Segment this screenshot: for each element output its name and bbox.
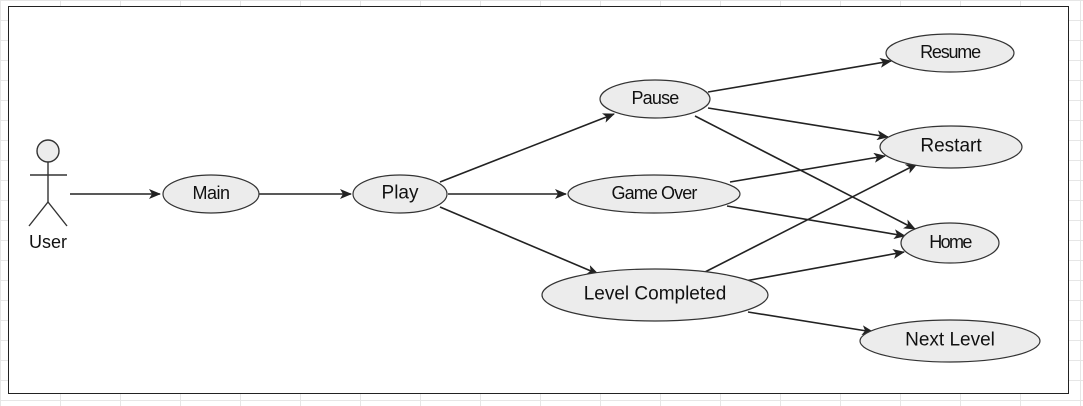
usecase-play[interactable]: Play	[352, 174, 448, 214]
usecase-level-completed-label: Level Completed	[584, 284, 727, 305]
usecase-level-completed[interactable]: Level Completed	[541, 268, 769, 322]
usecase-play-label: Play	[382, 183, 419, 204]
edges	[70, 57, 918, 336]
usecase-restart[interactable]: Restart	[879, 125, 1023, 169]
edge-gameover-restart	[729, 152, 886, 183]
usecase-home-label: Home	[929, 232, 972, 252]
usecase-resume[interactable]: Resume	[885, 33, 1015, 73]
actor-right-leg	[47, 201, 68, 227]
usecase-game-over-label: Game Over	[612, 183, 698, 203]
usecase-resume-shape	[885, 33, 1015, 73]
usecase-home-shape	[900, 222, 1000, 264]
edge-pause-home	[694, 115, 916, 230]
usecase-game-over[interactable]: Game Over	[567, 174, 741, 214]
usecase-next-level-label: Next Level	[905, 330, 995, 351]
actor-user[interactable]	[28, 139, 68, 227]
usecase-play-shape	[352, 174, 448, 214]
actor-left-leg	[28, 201, 49, 227]
usecase-main-label: Main	[192, 183, 229, 203]
usecase-resume-label: Resume	[920, 42, 981, 62]
usecase-level-completed-shape	[541, 268, 769, 322]
edge-levelcompleted-home	[744, 249, 905, 282]
edge-pause-restart	[707, 107, 889, 141]
edge-pause-resume	[707, 57, 892, 93]
usecase-next-level-shape	[859, 319, 1041, 363]
edge-levelcompleted-restart	[704, 163, 918, 273]
usecase-home[interactable]: Home	[900, 222, 1000, 264]
usecase-main[interactable]: Main	[162, 174, 260, 214]
edge-levelcompleted-nextlevel	[747, 311, 874, 336]
usecase-pause-label: Pause	[631, 88, 679, 108]
usecase-game-over-shape	[567, 174, 741, 214]
usecase-pause[interactable]: Pause	[599, 79, 711, 119]
actor-label: User	[29, 232, 67, 252]
edge-gameover-home	[726, 205, 906, 240]
usecase-restart-shape	[879, 125, 1023, 169]
edge-play-pause	[439, 113, 615, 183]
actor-head	[36, 139, 60, 163]
usecase-restart-label: Restart	[920, 136, 982, 157]
usecase-pause-shape	[599, 79, 711, 119]
usecase-main-shape	[162, 174, 260, 214]
usecase-next-level[interactable]: Next Level	[859, 319, 1041, 363]
edge-play-levelcompleted	[439, 206, 599, 275]
